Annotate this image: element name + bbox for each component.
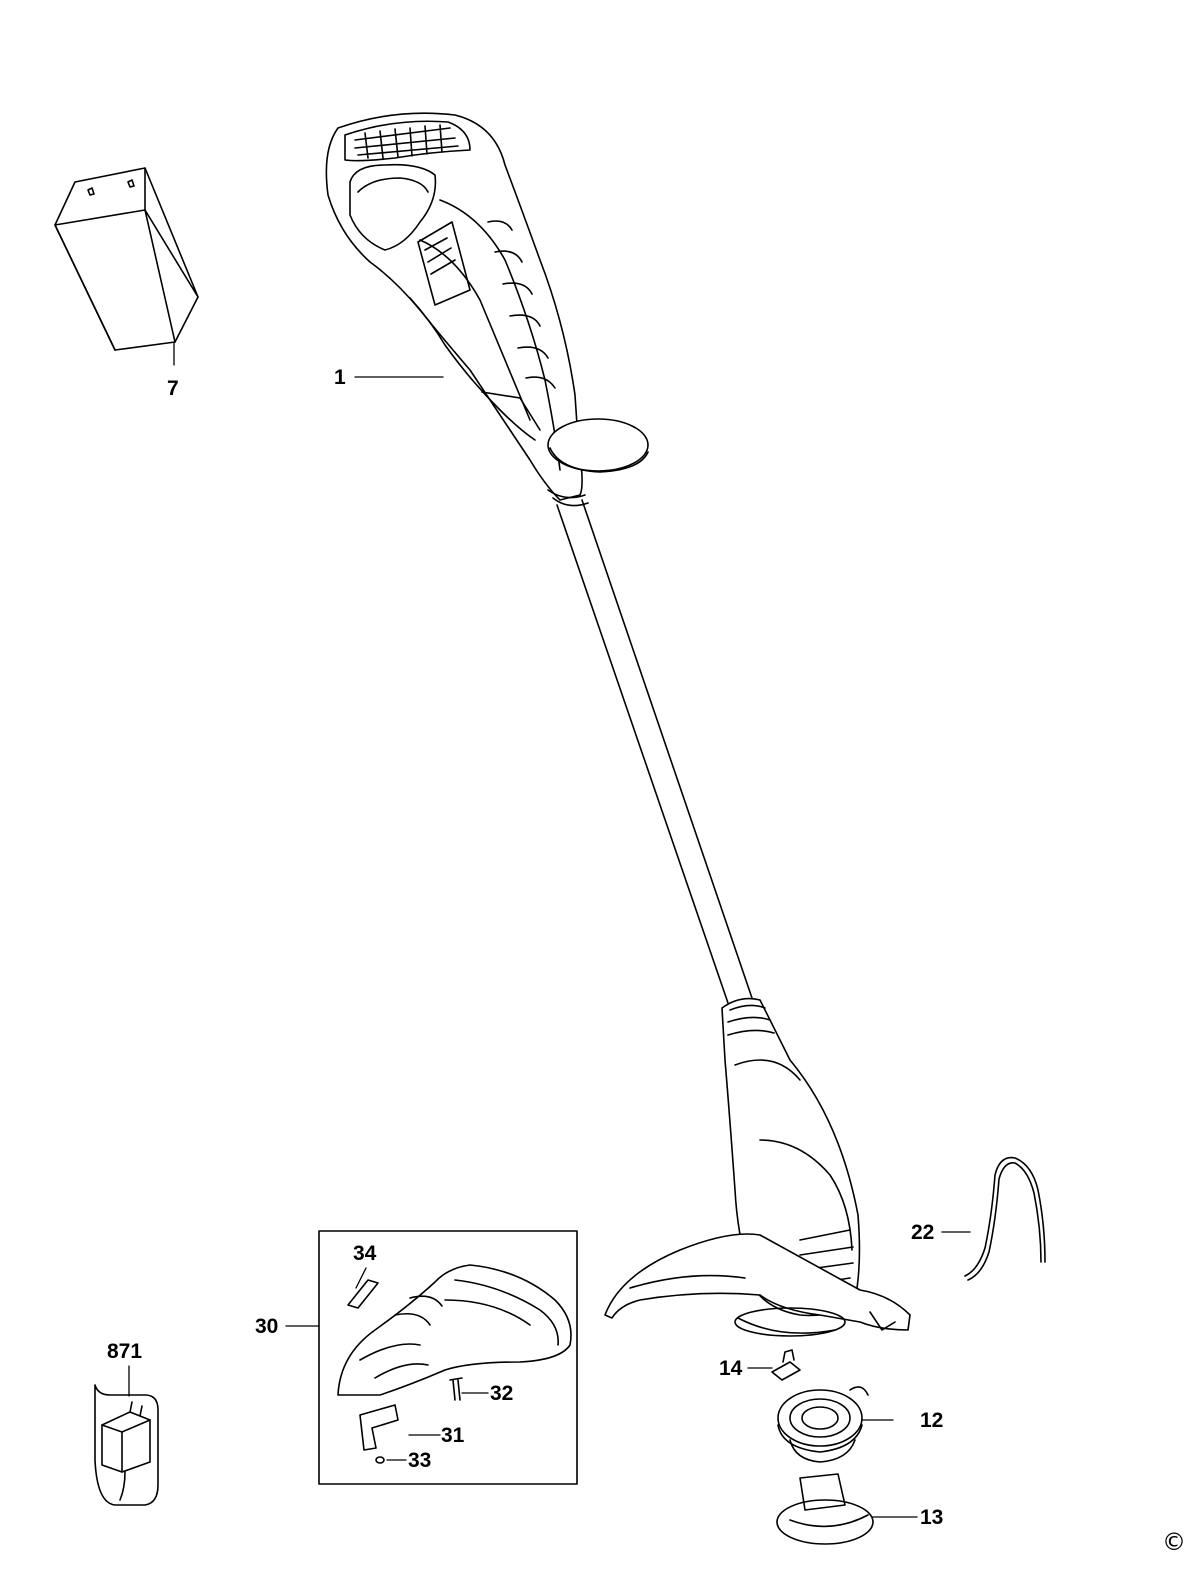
motor-housing-and-guard	[605, 999, 910, 1336]
callout-32: 32	[490, 1382, 514, 1405]
leader-lines	[129, 343, 970, 1517]
callout-871: 871	[107, 1340, 143, 1363]
charger-part-871	[95, 1385, 158, 1505]
callout-1: 1	[334, 366, 346, 389]
battery-pack-part-7	[55, 168, 198, 350]
spool-cover-part-13	[777, 1474, 873, 1544]
spool-part-12	[778, 1387, 868, 1462]
callout-22: 22	[911, 1221, 935, 1244]
shaft-tube	[557, 500, 752, 1003]
callout-12: 12	[920, 1409, 944, 1432]
callout-30: 30	[255, 1315, 279, 1338]
callout-33: 33	[408, 1449, 432, 1472]
callout-31: 31	[441, 1424, 465, 1447]
callout-14: 14	[719, 1357, 743, 1380]
guard-assembly-part-30	[319, 1231, 577, 1484]
edge-guide-wire-part-22	[965, 1158, 1045, 1280]
callout-13: 13	[920, 1506, 944, 1529]
callout-34: 34	[353, 1242, 377, 1265]
handle-housing-part-1	[326, 113, 648, 505]
copyright-symbol: ©	[1162, 1528, 1186, 1556]
callout-7: 7	[167, 377, 179, 400]
spool-tab-part-14	[772, 1350, 800, 1380]
